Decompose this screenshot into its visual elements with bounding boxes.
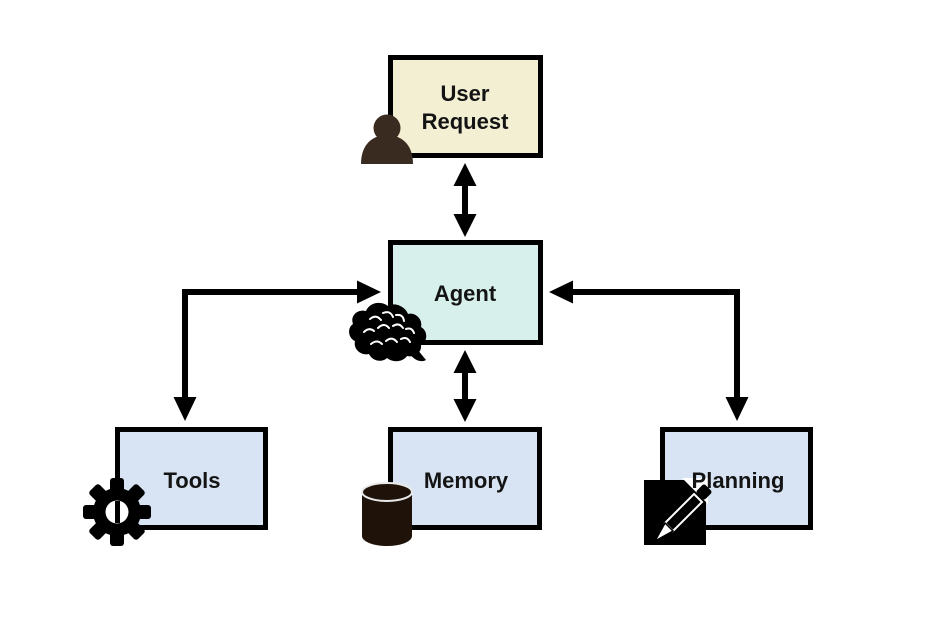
arrow-user-request-agent: [453, 163, 477, 237]
arrowhead-left-icon: [549, 280, 573, 304]
pencil-tip: [653, 521, 675, 543]
user-request-label-line1: User: [441, 81, 490, 106]
edge-line: [182, 289, 357, 397]
node-tools: [115, 427, 268, 530]
tools-label: Tools: [163, 468, 220, 493]
node-agent: [388, 240, 543, 345]
gear-icon: [83, 478, 151, 546]
arrowhead-down-icon: [453, 214, 477, 237]
person-icon: [361, 114, 413, 164]
arrowhead-down-icon: [173, 397, 197, 421]
user-request-label-line2: Request: [422, 109, 509, 134]
agent-label: Agent: [434, 281, 497, 306]
document-pencil-icon: [644, 478, 712, 545]
brain-icon: [349, 302, 427, 362]
arrow-agent-planning: [549, 280, 749, 421]
edge-line: [573, 289, 740, 397]
node-user-request: [388, 55, 543, 158]
arrowhead-up-icon: [453, 350, 477, 373]
memory-label: Memory: [424, 468, 509, 493]
database-icon: [361, 482, 413, 546]
pencil-eraser: [696, 484, 712, 500]
arrowhead-right-icon: [357, 280, 381, 304]
arrowhead-down-icon: [453, 399, 477, 422]
node-memory: [388, 427, 542, 530]
arrow-agent-memory: [453, 350, 477, 422]
planning-label: Planning: [692, 468, 785, 493]
arrowhead-up-icon: [453, 163, 477, 186]
arrow-agent-tools: [173, 280, 381, 421]
arrowhead-down-icon: [725, 397, 749, 421]
